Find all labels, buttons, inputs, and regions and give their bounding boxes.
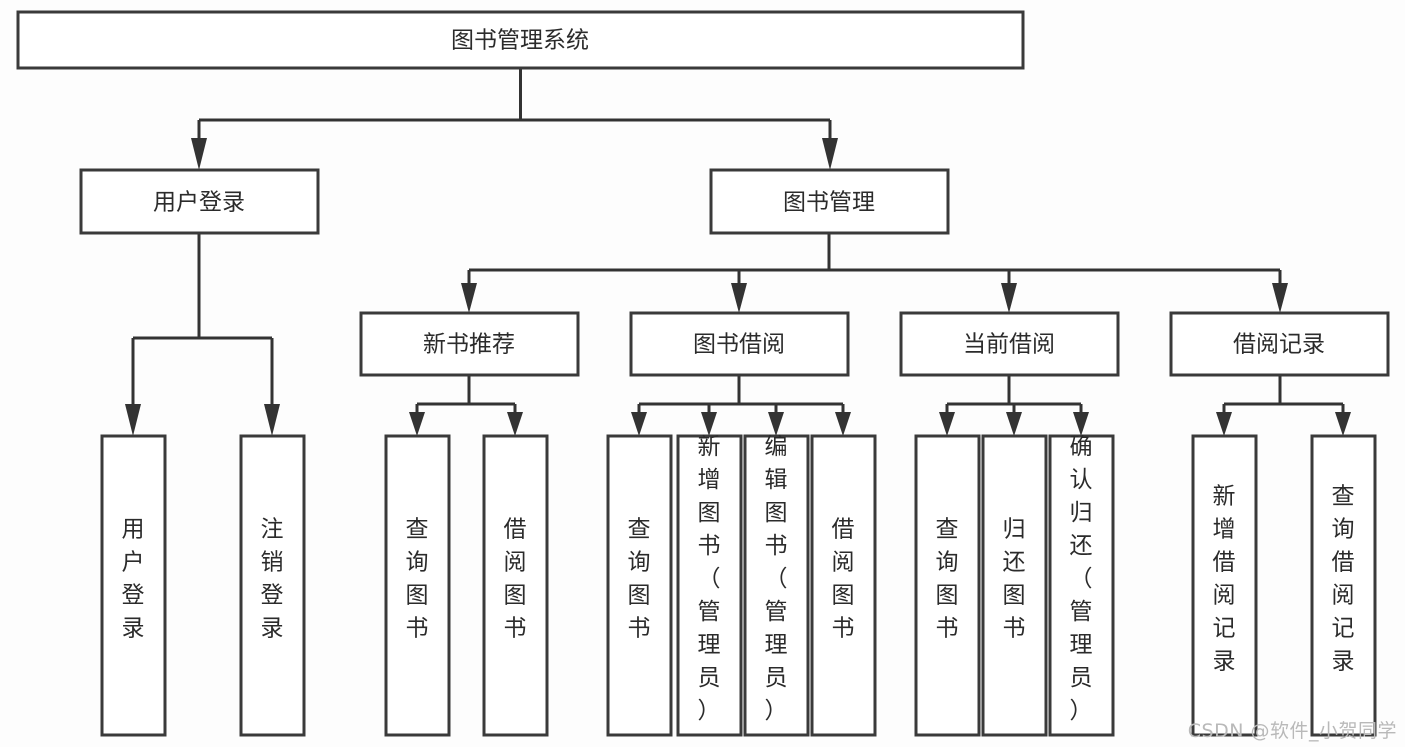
node-leaf-query-book-1[interactable]: 查询图书 [384,434,451,737]
node-book-borrow[interactable]: 图书借阅 [629,311,850,377]
node-leaf-borrow-book-2-label: 借阅图书 [832,517,855,642]
node-book-manage[interactable]: 图书管理 [709,168,950,235]
node-leaf-query-book-1-box[interactable] [384,434,451,737]
node-leaf-query-record[interactable]: 查询借阅记录 [1310,434,1377,737]
arrow-to-leaf-edit-book [768,412,784,436]
node-user-login[interactable]: 用户登录 [79,168,320,235]
node-new-book-recommend-label: 新书推荐 [423,332,515,358]
node-leaf-borrow-book-1[interactable]: 借阅图书 [482,434,549,737]
arrow-to-leaf-add-book [701,412,717,436]
node-book-borrow-box[interactable] [629,311,850,377]
arrow-to-new-book-recommend [461,283,477,313]
arrow-to-user-login [191,138,207,170]
node-leaf-borrow-book-1-label: 借阅图书 [504,517,527,642]
node-leaf-query-book-2-label: 查询图书 [628,517,651,642]
arrow-to-book-manage [822,138,838,170]
arrow-to-leaf-borrow-book-1 [507,412,523,436]
node-leaf-edit-book-box[interactable] [743,434,810,737]
node-book-manage-box[interactable] [709,168,950,235]
arrow-to-current-borrow [1001,283,1017,313]
node-leaf-user-logout-label: 注销登录 [261,517,284,642]
node-leaf-confirm-return-box[interactable] [1048,434,1115,737]
arrow-to-leaf-query-record [1335,412,1351,436]
node-leaf-edit-book-label: 编辑图书（管理员） [765,434,788,724]
arrow-to-leaf-query-book-3 [939,412,955,436]
node-leaf-confirm-return-label: 确认归还（管理员） [1070,434,1093,724]
arrow-to-book-borrow [731,283,747,313]
arrow-to-leaf-user-logout [264,404,280,436]
node-leaf-add-book-label: 新增图书（管理员） [698,434,721,724]
connector-layer [125,68,1351,436]
node-leaf-confirm-return[interactable]: 确认归还（管理员） [1048,434,1115,737]
node-borrow-record[interactable]: 借阅记录 [1169,311,1390,377]
arrow-to-leaf-query-book-2 [631,412,647,436]
node-current-borrow-box[interactable] [899,311,1120,377]
node-leaf-user-logout-box[interactable] [239,434,306,737]
node-current-borrow-label: 当前借阅 [963,332,1055,358]
node-leaf-user-logout[interactable]: 注销登录 [239,434,306,737]
arrow-to-leaf-return-book [1006,412,1022,436]
node-new-book-recommend-box[interactable] [359,311,580,377]
node-leaf-return-book[interactable]: 归还图书 [981,434,1048,737]
node-leaf-query-book-3-box[interactable] [914,434,981,737]
node-book-borrow-label: 图书借阅 [693,332,785,358]
node-leaf-query-book-1-label: 查询图书 [406,517,429,642]
node-current-borrow[interactable]: 当前借阅 [899,311,1120,377]
node-leaf-edit-book[interactable]: 编辑图书（管理员） [743,434,810,737]
node-leaf-query-book-3[interactable]: 查询图书 [914,434,981,737]
node-new-book-recommend[interactable]: 新书推荐 [359,311,580,377]
node-leaf-borrow-book-2[interactable]: 借阅图书 [810,434,877,737]
node-root[interactable]: 图书管理系统 [16,10,1025,70]
arrow-to-borrow-record [1272,283,1288,313]
node-root-box[interactable] [16,10,1025,70]
node-leaf-query-book-2-box[interactable] [606,434,673,737]
node-borrow-record-label: 借阅记录 [1233,332,1325,358]
node-leaf-user-login-box[interactable] [100,434,167,737]
arrow-to-leaf-user-login [125,404,141,436]
node-leaf-user-login[interactable]: 用户登录 [100,434,167,737]
arrow-to-leaf-add-record [1216,412,1232,436]
node-leaf-borrow-book-1-box[interactable] [482,434,549,737]
node-user-login-box[interactable] [79,168,320,235]
node-leaf-return-book-box[interactable] [981,434,1048,737]
arrow-to-leaf-confirm-return [1073,412,1089,436]
node-leaf-add-book-box[interactable] [676,434,743,737]
node-leaf-add-book[interactable]: 新增图书（管理员） [676,434,743,737]
node-leaf-query-book-3-label: 查询图书 [936,517,959,642]
node-leaf-add-record-box[interactable] [1191,434,1258,737]
node-book-manage-label: 图书管理 [783,190,875,216]
node-leaf-add-record-label: 新增借阅记录 [1213,484,1236,675]
arrow-to-leaf-borrow-book-2 [835,412,851,436]
node-leaf-query-record-label: 查询借阅记录 [1332,484,1355,675]
node-leaf-borrow-book-2-box[interactable] [810,434,877,737]
node-leaf-user-login-label: 用户登录 [122,517,145,642]
arrow-to-leaf-query-book-1 [409,412,425,436]
node-leaf-add-record[interactable]: 新增借阅记录 [1191,434,1258,737]
node-user-login-label: 用户登录 [153,190,245,216]
node-leaf-query-record-box[interactable] [1310,434,1377,737]
node-borrow-record-box[interactable] [1169,311,1390,377]
node-leaf-query-book-2[interactable]: 查询图书 [606,434,673,737]
node-root-label: 图书管理系统 [451,28,589,54]
node-leaf-return-book-label: 归还图书 [1003,517,1026,642]
